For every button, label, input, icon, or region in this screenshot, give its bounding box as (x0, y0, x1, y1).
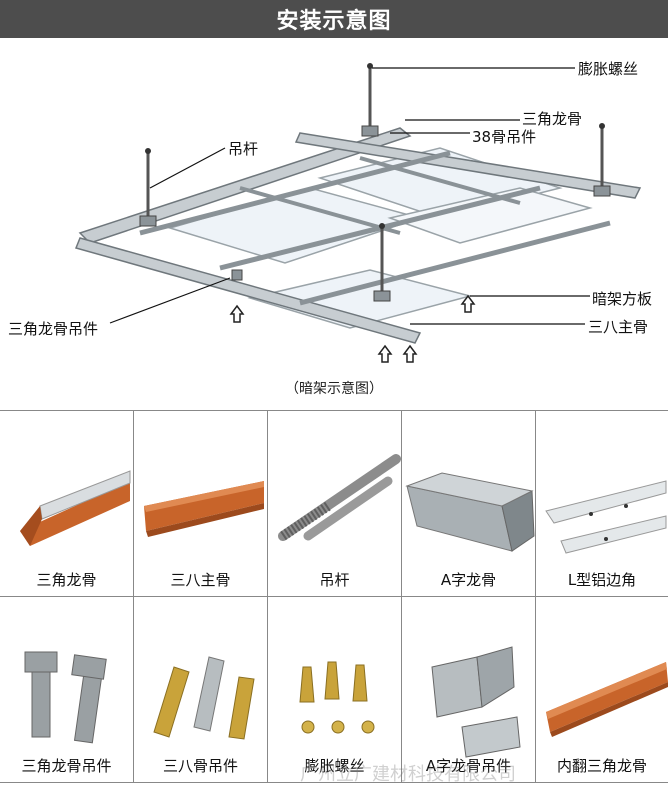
inverted-triangle-keel-image (546, 662, 668, 737)
part-cell: A字龙骨 (402, 411, 536, 597)
ceiling-frame-drawing (74, 63, 642, 363)
part-label: 三角龙骨 (36, 571, 97, 589)
triangle-hanger-image (24, 651, 107, 744)
callout-hanging-rod: 吊杆 (228, 140, 259, 158)
a-keel-hanger-image (431, 646, 521, 758)
part-cell: 三八骨吊件 (134, 597, 268, 783)
ceiling-panel (387, 187, 593, 244)
callout-main-38: 三八主骨 (588, 318, 649, 336)
part-label: 内翻三角龙骨 (556, 757, 647, 775)
callout-38-hanger: 38骨吊件 (472, 128, 537, 146)
hangers (139, 125, 611, 302)
callout-hidden-panel: 暗架方板 (592, 290, 653, 308)
callout-triangle-keel: 三角龙骨 (522, 110, 583, 128)
page-title: 安装示意图 (276, 9, 392, 34)
part-label: 三八主骨 (170, 571, 231, 589)
parts-grid: 三角龙骨 三八主骨 吊杆 A字龙骨 (0, 410, 668, 800)
leader-lines (109, 67, 590, 325)
part-cell: 三八主骨 (134, 411, 268, 597)
installation-diagram: 膨胀螺丝 三角龙骨 38骨吊件 吊杆 暗架方板 三角龙骨吊件 三八主骨 （暗架示… (0, 38, 668, 408)
title-banner: 安装示意图 (0, 0, 668, 38)
a-keel-image (405, 472, 535, 552)
part-cell: 吊杆 (268, 411, 402, 597)
part-label: 三八骨吊件 (162, 757, 238, 775)
part-cell: 三角龙骨吊件 (0, 597, 134, 783)
part-cell: 膨胀螺丝 (268, 597, 402, 783)
part-cell: L型铝边角 (536, 411, 668, 597)
hanging-rods (146, 68, 604, 293)
rod-caps (145, 63, 605, 229)
main-keel (294, 132, 642, 199)
triangle-keel (239, 186, 401, 235)
main-38-image (144, 481, 264, 537)
part-cell: 三角龙骨 (0, 411, 134, 597)
part-cell: 内翻三角龙骨 (536, 597, 668, 783)
part-cell: A字龙骨吊件 (402, 597, 536, 783)
hanging-rod-image (278, 454, 401, 541)
l-angle-image (545, 480, 667, 554)
part-label: A字龙骨吊件 (425, 757, 512, 775)
up-arrows (229, 294, 476, 363)
hanger-38-image (153, 656, 255, 740)
triangle-keel (359, 156, 521, 205)
callout-triangle-hanger: 三角龙骨吊件 (8, 320, 99, 338)
triangle-keel-image (20, 470, 131, 546)
watermark: 广州立广建材科技有限公司 (300, 764, 516, 785)
part-label: A字龙骨 (440, 571, 497, 589)
expansion-screw-image (299, 661, 375, 734)
part-label: 吊杆 (319, 571, 350, 589)
part-label: 膨胀螺丝 (304, 757, 365, 775)
callout-expansion-screw: 膨胀螺丝 (578, 60, 639, 78)
part-label: 三角龙骨吊件 (21, 757, 112, 775)
diagram-caption: （暗架示意图） (285, 381, 383, 397)
part-label: L型铝边角 (567, 571, 637, 589)
triangle-keel (299, 220, 611, 306)
triangle-keel (139, 150, 451, 236)
